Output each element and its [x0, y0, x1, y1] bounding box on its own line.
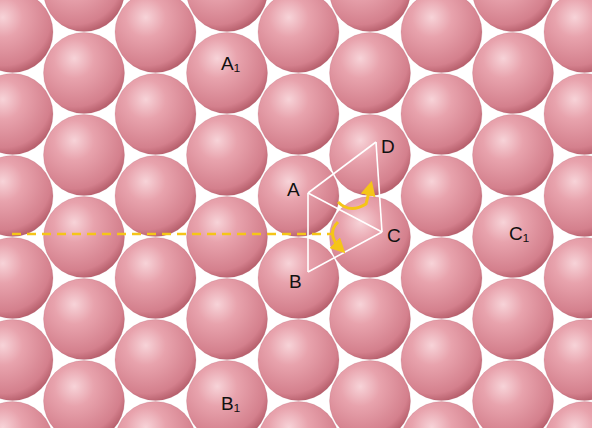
atom-sphere — [401, 238, 482, 319]
atom-sphere — [401, 0, 482, 73]
cell-edge — [308, 232, 382, 272]
atom-sphere — [473, 33, 554, 114]
point-label: B — [289, 272, 302, 291]
cell-edge — [308, 142, 376, 193]
cell-edge — [308, 193, 382, 232]
atom-sphere — [187, 33, 268, 114]
atom-sphere — [330, 361, 411, 428]
atom-sphere — [330, 115, 411, 196]
atom-sphere — [115, 156, 196, 237]
atom-sphere — [258, 238, 339, 319]
atom-sphere — [115, 402, 196, 428]
atom-sphere — [44, 197, 125, 278]
atom-sphere — [330, 33, 411, 114]
rotation-arrow — [332, 222, 340, 248]
atom-sphere — [115, 74, 196, 155]
atom-sphere — [473, 0, 554, 32]
atom-sphere — [115, 238, 196, 319]
atom-sphere — [258, 74, 339, 155]
atom-sphere — [187, 279, 268, 360]
atom-sphere — [258, 320, 339, 401]
atom-sphere — [473, 361, 554, 428]
atom-sphere — [401, 156, 482, 237]
atom-sphere — [115, 0, 196, 73]
atom-sphere — [544, 156, 592, 237]
point-label: C — [387, 226, 401, 245]
point-label: A — [287, 180, 300, 199]
cell-edge — [307, 193, 309, 272]
atom-sphere — [473, 197, 554, 278]
atom-sphere — [115, 320, 196, 401]
atom-sphere — [44, 279, 125, 360]
atom-sphere — [544, 320, 592, 401]
atom-sphere — [544, 238, 592, 319]
atom-sphere — [258, 402, 339, 428]
atom-sphere — [401, 320, 482, 401]
point-label: D — [381, 137, 395, 156]
dashed-line — [12, 233, 334, 236]
atom-sphere — [187, 361, 268, 428]
atom-sphere — [258, 0, 339, 73]
atom-sphere — [544, 402, 592, 428]
atom-sphere — [473, 279, 554, 360]
atom-sphere — [187, 197, 268, 278]
atom-sphere — [330, 0, 411, 32]
atom-sphere — [44, 361, 125, 428]
atom-sphere — [401, 402, 482, 428]
atom-sphere — [44, 0, 125, 32]
atom-sphere — [44, 115, 125, 196]
atom-sphere — [330, 279, 411, 360]
point-label: C₁ — [509, 224, 529, 243]
atom-sphere — [44, 33, 125, 114]
atom-sphere — [258, 156, 339, 237]
atom-sphere — [544, 74, 592, 155]
point-label: A₁ — [221, 54, 240, 73]
atom-sphere — [401, 74, 482, 155]
atom-sphere — [544, 0, 592, 73]
point-label: B₁ — [221, 394, 240, 413]
atom-sphere — [187, 0, 268, 32]
atom-sphere — [473, 115, 554, 196]
atom-sphere — [330, 197, 411, 278]
atom-sphere — [187, 115, 268, 196]
rotation-arrow — [338, 188, 370, 209]
